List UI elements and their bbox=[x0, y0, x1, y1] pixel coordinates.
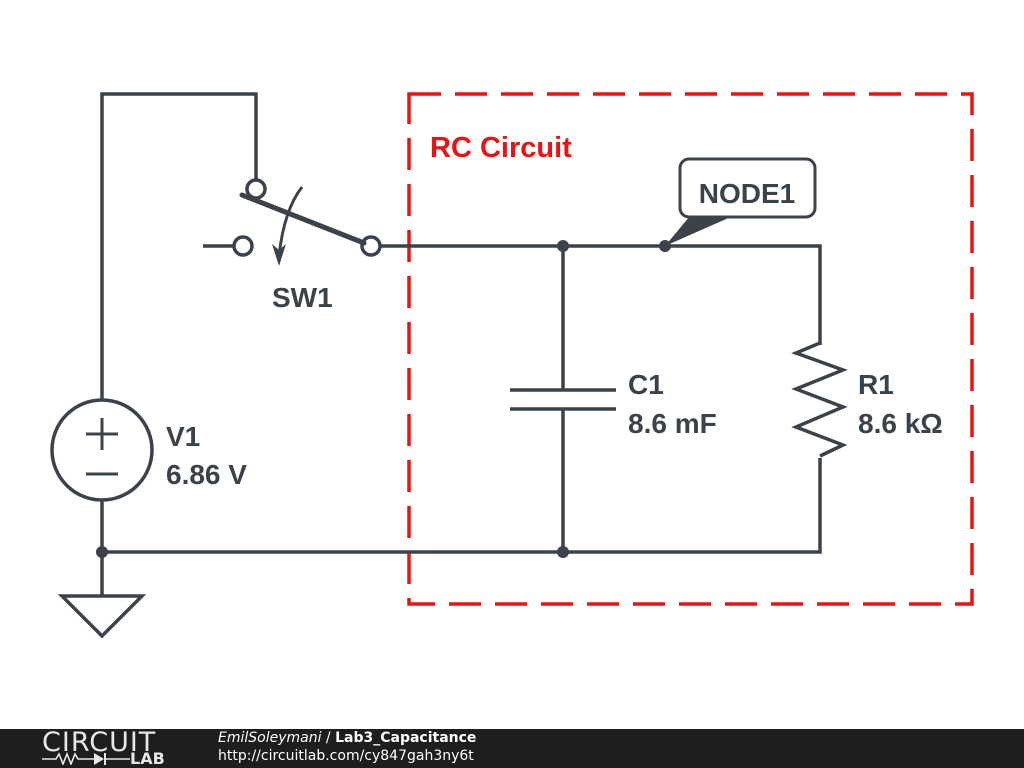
capacitor-value: 8.6 mF bbox=[628, 408, 717, 439]
switch-terminal-right bbox=[360, 235, 382, 257]
circuitlab-logo[interactable]: CIRCUIT LAB bbox=[42, 727, 177, 768]
node-label-pointer bbox=[665, 216, 733, 246]
node-label-node1[interactable]: NODE1 bbox=[665, 157, 817, 246]
junction-dot bbox=[557, 240, 569, 252]
project-title: EmilSoleymani / Lab3_Capacitance bbox=[218, 730, 476, 746]
source-value: 6.86 V bbox=[166, 459, 247, 490]
junction-dot bbox=[557, 546, 569, 558]
group-label: RC Circuit bbox=[430, 132, 572, 164]
voltage-source-v1[interactable]: V1 6.86 V bbox=[50, 398, 247, 502]
wire-bottom-rail[interactable] bbox=[102, 458, 822, 554]
switch-arrow-icon bbox=[272, 244, 286, 266]
switch-blade bbox=[239, 192, 367, 246]
resistor-name: R1 bbox=[858, 369, 894, 400]
resistor-r1[interactable]: R1 8.6 kΩ bbox=[791, 341, 943, 458]
rc-circuit-group-box[interactable] bbox=[407, 92, 974, 606]
resistor-diode-icon bbox=[42, 751, 130, 765]
logo-text-lab: LAB bbox=[130, 749, 165, 768]
project-name[interactable]: Lab3_Capacitance bbox=[335, 730, 477, 746]
switch-terminal-top bbox=[245, 178, 267, 200]
resistor-value: 8.6 kΩ bbox=[858, 408, 943, 439]
project-url[interactable]: http://circuitlab.com/cy847gah3ny6t bbox=[218, 748, 474, 764]
switch-sw1[interactable]: SW1 bbox=[232, 178, 382, 313]
source-name: V1 bbox=[166, 421, 200, 452]
switch-label: SW1 bbox=[272, 282, 333, 313]
switch-action-arc bbox=[277, 186, 304, 257]
node-label-box bbox=[678, 157, 817, 219]
title-separator: / bbox=[321, 730, 336, 746]
switch-terminal-left bbox=[232, 235, 254, 257]
junction-dot bbox=[96, 546, 108, 558]
node-label-text: NODE1 bbox=[699, 178, 795, 209]
ground-icon[interactable] bbox=[57, 594, 147, 639]
wire-v1-to-switch[interactable] bbox=[100, 92, 258, 400]
resistor-zigzag bbox=[791, 341, 848, 458]
author-name[interactable]: EmilSoleymani bbox=[218, 730, 322, 746]
schematic-canvas: RC Circuit SW1 V1 6.86 V bbox=[50, 92, 974, 639]
wire-top-rail[interactable] bbox=[381, 244, 822, 345]
capacitor-name: C1 bbox=[628, 369, 664, 400]
footer-bar: CIRCUIT LAB EmilSoleymani / Lab3_Capacit… bbox=[0, 727, 1024, 768]
capacitor-c1[interactable]: C1 8.6 mF bbox=[510, 369, 717, 439]
logo-text-circuit: CIRCUIT bbox=[42, 727, 157, 758]
